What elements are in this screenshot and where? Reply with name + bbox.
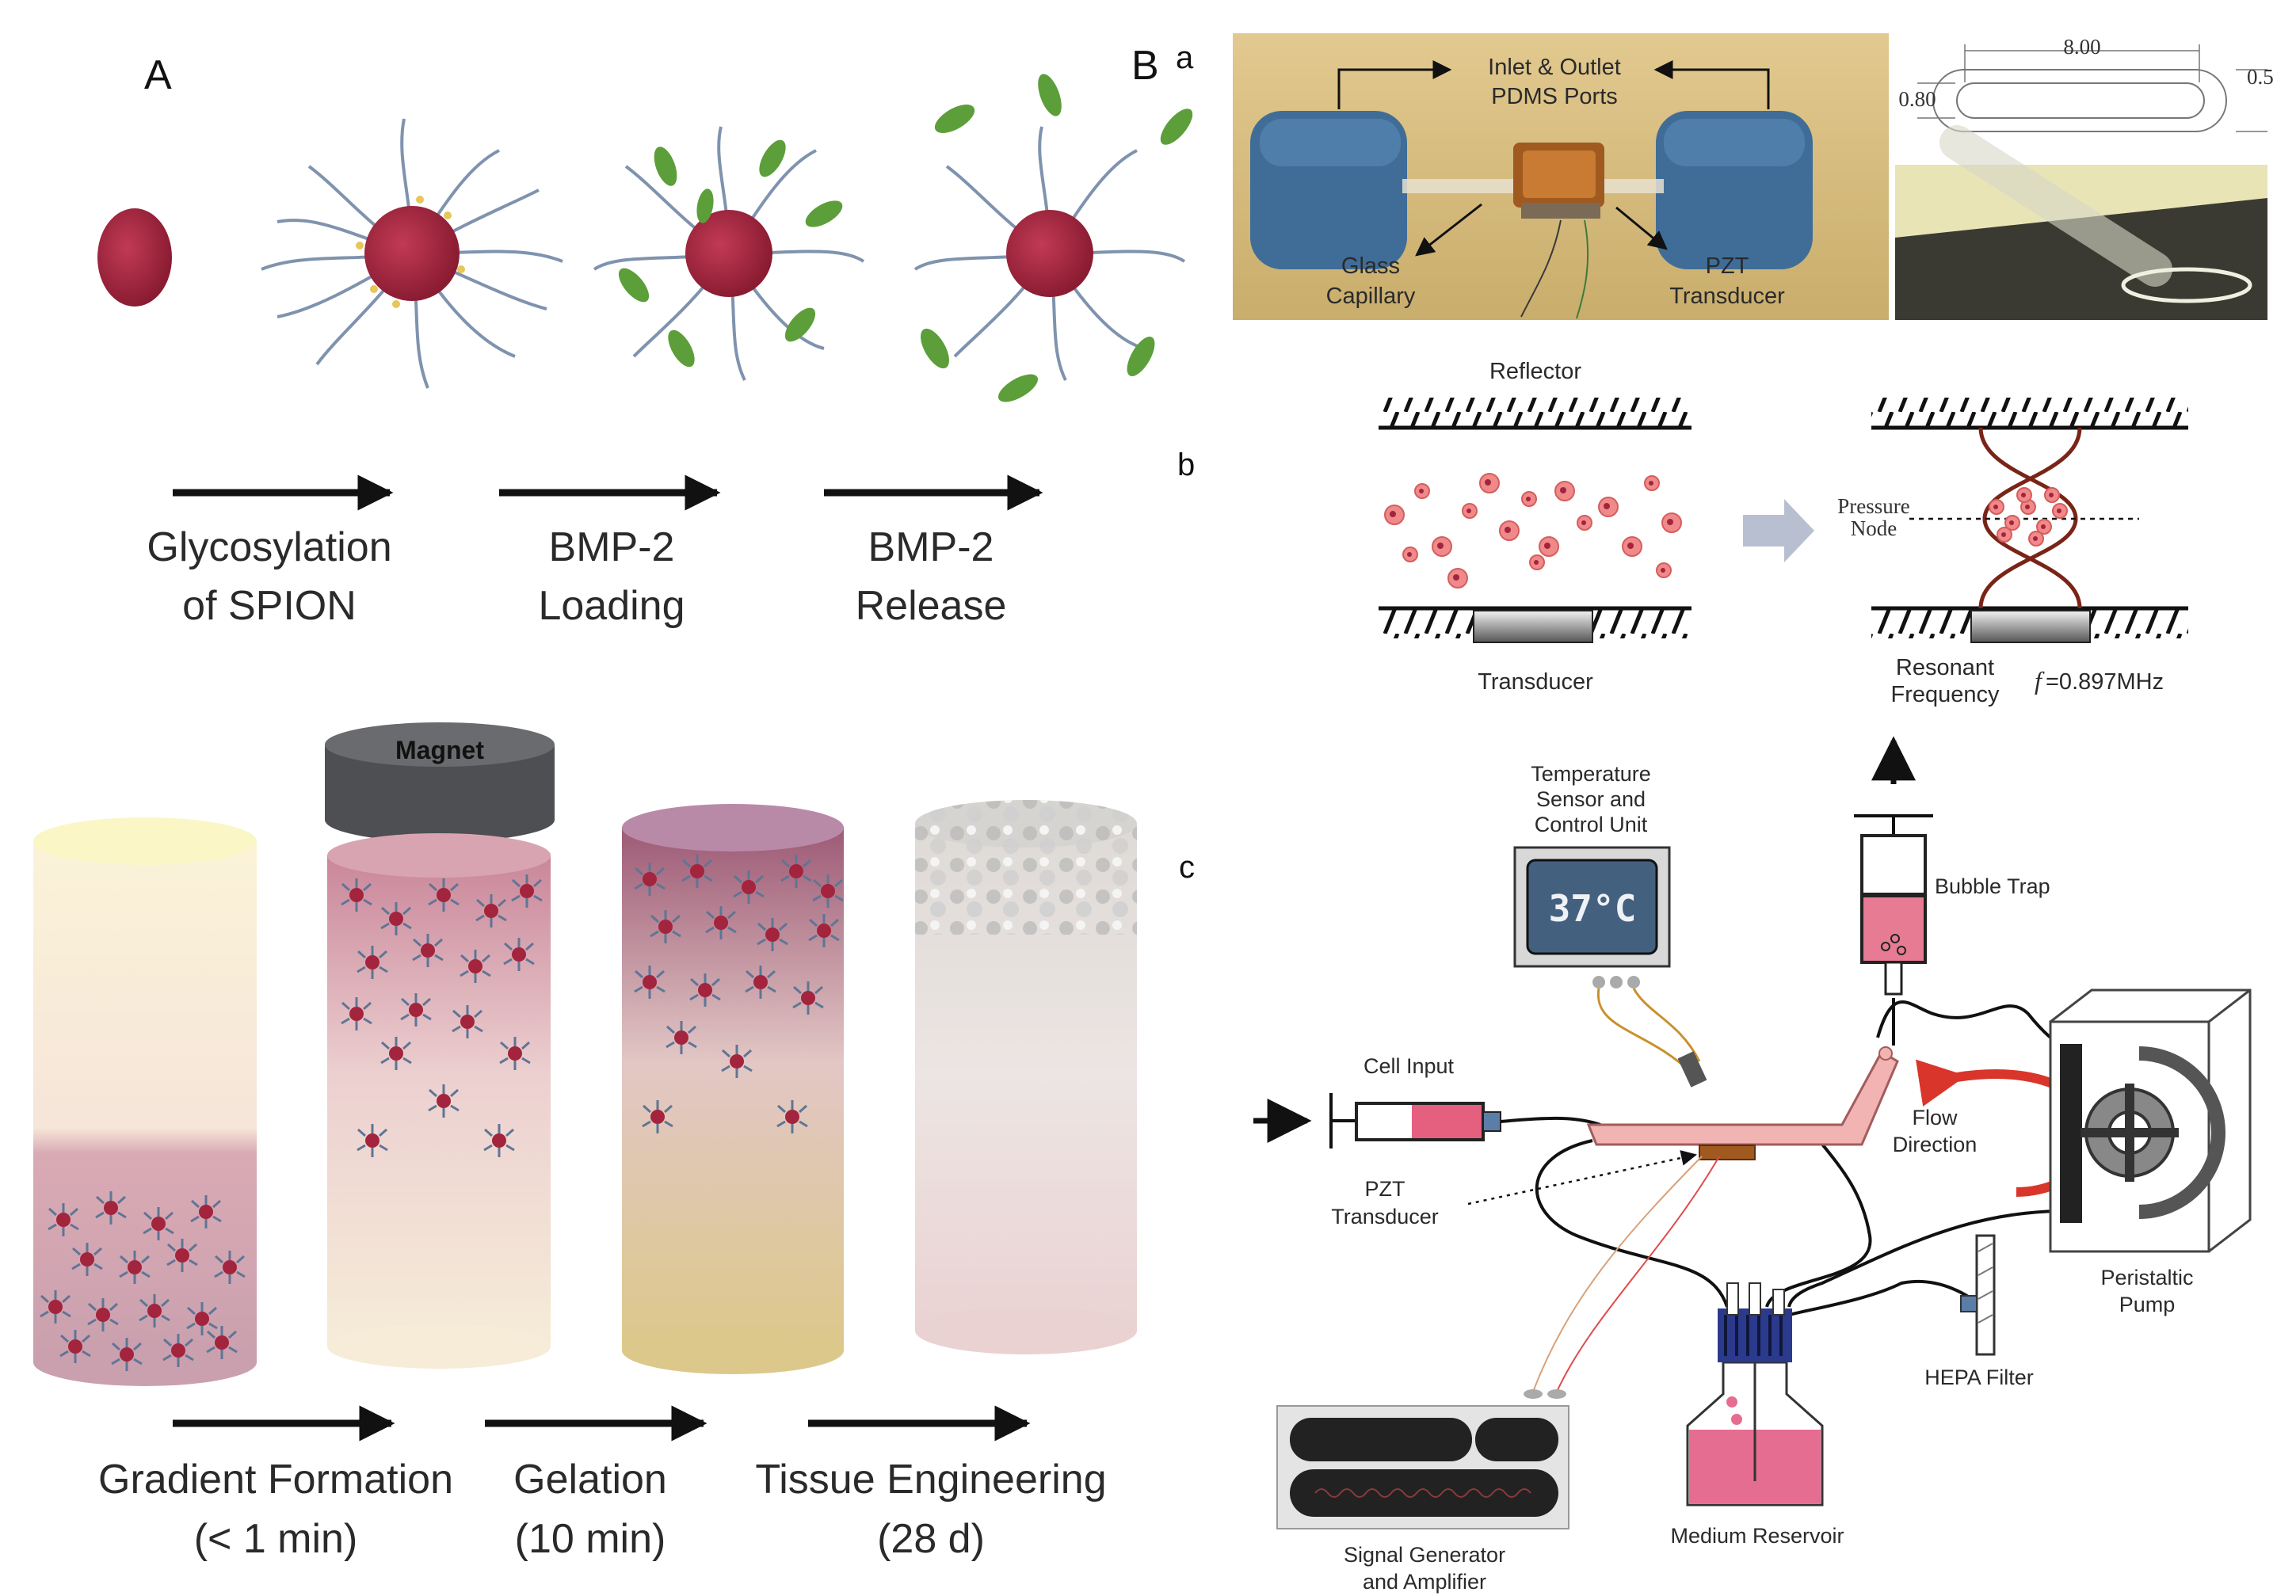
medium-reservoir-label: Medium Reservoir: [1670, 1524, 1844, 1548]
signal-generator: [1276, 1156, 1720, 1529]
panel-label-a: A: [144, 52, 172, 98]
magnet-label: Magnet: [395, 736, 484, 764]
process3-label-line1: Tissue Engineering: [755, 1457, 1106, 1503]
temp-unit-label-line1: Temperature: [1531, 762, 1651, 786]
flow-label-line1: Flow: [1912, 1106, 1958, 1129]
process3-label-line2: (28 d): [877, 1516, 985, 1562]
cylinder-gelation: [622, 804, 845, 1374]
process2-label-line1: Gelation: [513, 1457, 667, 1503]
glass-capillary-label-line2: Capillary: [1326, 284, 1416, 309]
subpanel-label-b: b: [1177, 448, 1195, 482]
step1-label-line1: Glycosylation: [147, 524, 391, 570]
capillary-photo: [1895, 125, 2267, 320]
pump-label-line1: Peristaltic: [2100, 1266, 2193, 1289]
bubble-trap: [1854, 736, 1933, 996]
hepa-filter: [1960, 1234, 1996, 1356]
temperature-control-unit: 37°C: [1513, 846, 1707, 1087]
cylinder-tissue-engineering: [915, 800, 1137, 1354]
magnet: Magnet: [325, 722, 555, 842]
glass-capillary-label-line1: Glass: [1341, 253, 1400, 279]
bmp2-loaded-spion: [593, 126, 865, 381]
peristaltic-pump: [2049, 988, 2252, 1253]
pressure-label: Pressure: [1837, 494, 1909, 518]
node-label: Node: [1851, 516, 1897, 540]
ports-label-line2: PDMS Ports: [1491, 84, 1618, 109]
step2-label-line2: Loading: [538, 583, 685, 629]
dim-height: 0.80: [1898, 87, 1936, 111]
process1-label-line2: (< 1 min): [194, 1516, 358, 1562]
spion-core: [97, 208, 172, 307]
pump-label-line2: Pump: [2119, 1293, 2176, 1316]
temp-unit-label-line3: Control Unit: [1535, 813, 1648, 836]
dim-length: 8.00: [2063, 35, 2100, 59]
temperature-display: 37°C: [1549, 887, 1637, 930]
tubing: [1500, 998, 2100, 1316]
medium-reservoir: [1686, 1282, 1824, 1506]
cylinder-gradient-formation: [33, 817, 257, 1386]
step2-label-line1: BMP-2: [549, 524, 675, 570]
cylinder-magnet-attracted: [327, 833, 551, 1369]
frequency-symbol: f: [2035, 666, 2045, 695]
subpanel-label-a: a: [1176, 40, 1194, 75]
cell-input-label: Cell Input: [1363, 1054, 1455, 1078]
process2-label-line2: (10 min): [515, 1516, 666, 1562]
pzt-photo-label-line1: PZT: [1706, 253, 1749, 279]
capillary-channel: [1586, 1046, 1899, 1160]
bubble-trap-label: Bubble Trap: [1935, 874, 2050, 898]
step3-label-line1: BMP-2: [868, 524, 994, 570]
pzt-schematic-label-line2: Transducer: [1331, 1205, 1439, 1228]
device-photo: [1233, 33, 1889, 320]
glycosylated-spion: [261, 118, 563, 389]
bmp2-release-spion: [913, 126, 1186, 381]
process1-label-line1: Gradient Formation: [98, 1457, 453, 1503]
flow-label-line2: Direction: [1893, 1133, 1978, 1156]
step3-label-line2: Release: [856, 583, 1007, 629]
signal-label-line2: and Amplifier: [1363, 1570, 1486, 1594]
acoustic-diagram-before: [1379, 398, 1691, 643]
dim-outer: 0.5: [2247, 65, 2274, 89]
panel-label-b: B: [1131, 43, 1159, 89]
step1-label-line2: of SPION: [182, 583, 357, 629]
pzt-pointer: [1467, 1150, 1697, 1206]
pzt-photo-label-line2: Transducer: [1669, 284, 1785, 309]
frequency-value: =0.897MHz: [2046, 669, 2164, 695]
released-bmp2-particles: [921, 74, 1193, 402]
hepa-label: HEPA Filter: [1924, 1366, 2034, 1389]
transition-arrow: [1743, 499, 1814, 562]
subpanel-label-c: c: [1179, 850, 1195, 885]
temp-unit-label-line2: Sensor and: [1536, 787, 1646, 811]
pzt-schematic-label-line1: PZT: [1365, 1177, 1405, 1201]
transducer-label: Transducer: [1478, 669, 1593, 695]
ports-label-line1: Inlet & Outlet: [1488, 55, 1621, 80]
signal-label-line1: Signal Generator: [1344, 1543, 1505, 1567]
acoustic-diagram-after: [1871, 398, 2188, 643]
cell-input-syringe: [1253, 1093, 1501, 1148]
resonant-label: Resonant: [1896, 655, 1994, 680]
reflector-label: Reflector: [1489, 359, 1581, 384]
frequency-label: Frequency: [1890, 682, 2000, 707]
